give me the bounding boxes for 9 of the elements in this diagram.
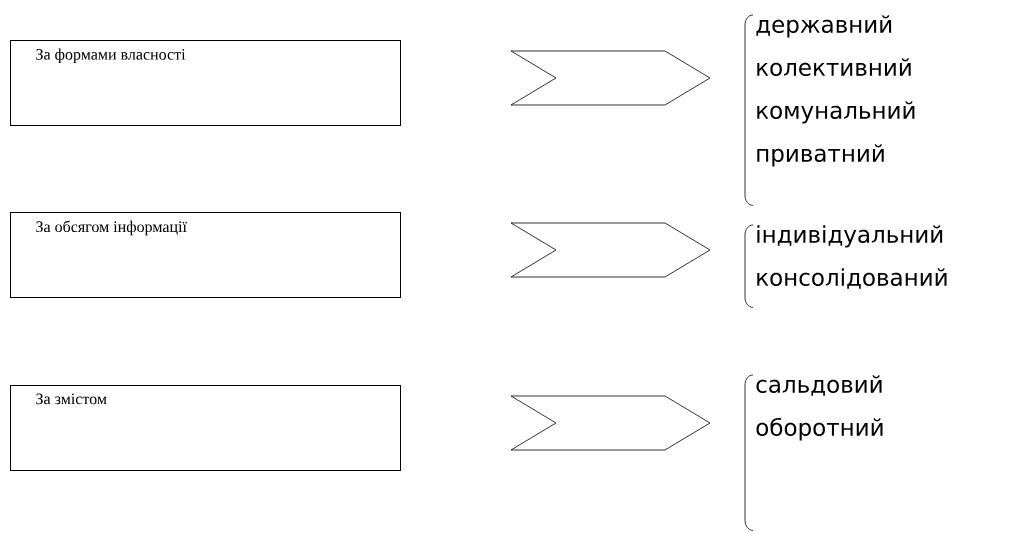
text-box: За змістом: [10, 385, 401, 471]
text-box: За формами власності: [10, 40, 401, 126]
chevron-arrow: [510, 50, 711, 106]
bracketed-list: державний колективний комунальний приватний: [744, 14, 915, 206]
text-box: За обсягом інформації: [10, 212, 401, 298]
bracketed-list: індивідуальний консолідований: [744, 224, 947, 308]
chevron-arrow: [510, 395, 711, 451]
chevron-arrow: [510, 222, 711, 278]
bracketed-list: сальдовий оборотний: [744, 374, 883, 531]
